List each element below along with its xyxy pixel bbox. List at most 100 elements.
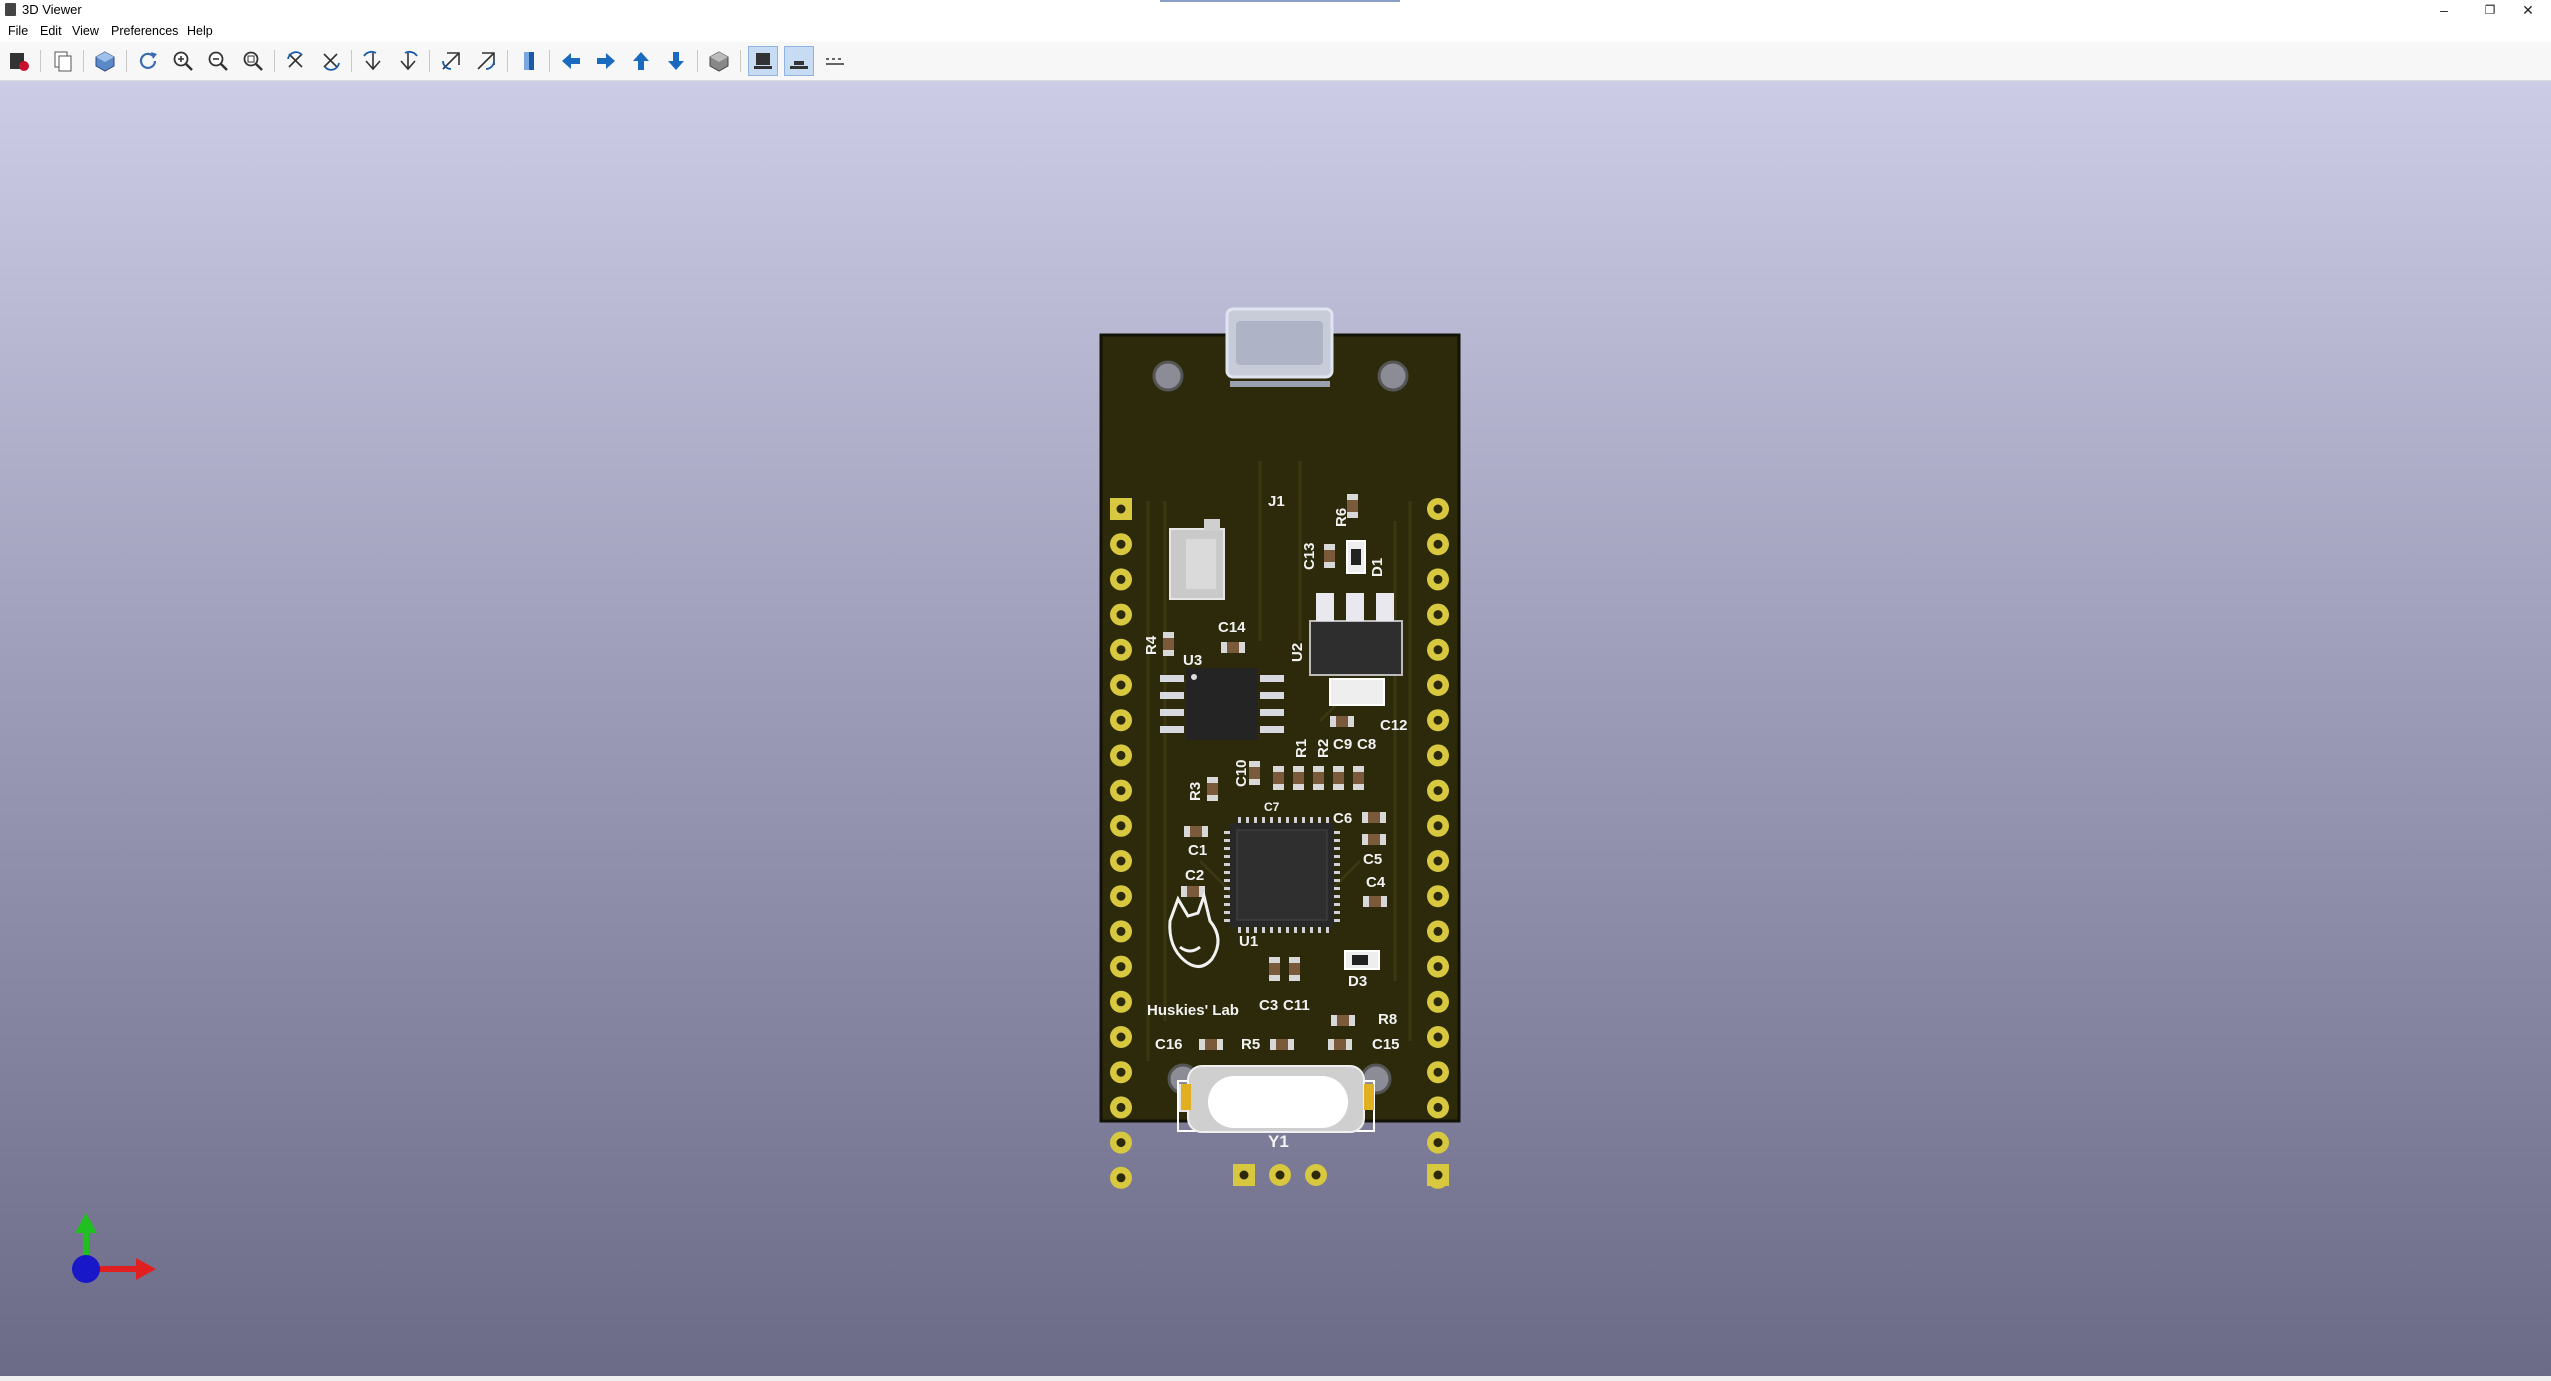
show-top-icon[interactable] [748, 46, 778, 76]
smd-component [1293, 766, 1304, 790]
label-c9: C9 [1333, 736, 1352, 753]
smd-pad [1289, 975, 1300, 981]
rotate-y-ccw-icon[interactable] [393, 46, 423, 76]
ic-pin [1224, 839, 1230, 842]
ic-pin [1224, 911, 1230, 914]
status-strip [0, 1376, 2551, 1381]
smd-component [1269, 957, 1280, 981]
right-pin-header [1427, 498, 1449, 1189]
menu-view[interactable]: View [72, 24, 99, 38]
pin-hole [1433, 1170, 1443, 1180]
label-c7: C7 [1264, 800, 1280, 814]
menu-edit[interactable]: Edit [40, 24, 62, 38]
smd-pad [1270, 1039, 1276, 1050]
menu-preferences[interactable]: Preferences [111, 24, 179, 38]
close-button[interactable]: ✕ [2522, 2, 2534, 18]
move-right-icon[interactable] [591, 46, 621, 76]
menu-help[interactable]: Help [187, 24, 213, 38]
smd-pad [1331, 1015, 1337, 1026]
smd-pad [1288, 1039, 1294, 1050]
smd-pad [1199, 1039, 1205, 1050]
copy-image-icon[interactable] [48, 46, 78, 76]
label-r4: R4 [1143, 635, 1160, 655]
smd-pad [1199, 886, 1205, 897]
husky-logo [1168, 890, 1220, 968]
rotate-z-cw-icon[interactable] [436, 46, 466, 76]
pin-hole [1433, 645, 1443, 655]
toolbar-separator [351, 50, 352, 72]
ic-pin [1224, 903, 1230, 906]
pin-hole [1239, 1170, 1249, 1180]
ic-pin [1238, 817, 1241, 823]
smd-pad [1324, 562, 1335, 568]
label-c14: C14 [1218, 619, 1246, 636]
smd-pad [1333, 766, 1344, 772]
smd-pad [1346, 1039, 1352, 1050]
axes-gizmo [72, 1213, 156, 1283]
label-d3: D3 [1348, 973, 1367, 990]
flip-board-icon[interactable] [514, 46, 544, 76]
smd-component [1221, 642, 1245, 653]
ic-pin [1310, 817, 1313, 823]
ic-pin [1262, 817, 1265, 823]
move-up-icon[interactable] [626, 46, 656, 76]
pin-hole [1116, 821, 1126, 831]
pcb-traces [1146, 461, 1412, 1061]
render-mode-icon[interactable] [90, 46, 120, 76]
label-u2: U2 [1289, 643, 1306, 662]
toolbar-separator [697, 50, 698, 72]
smd-pad [1333, 784, 1344, 790]
refresh-icon[interactable] [133, 46, 163, 76]
show-bottom-icon[interactable] [784, 46, 814, 76]
show-rulers-icon[interactable] [820, 46, 850, 76]
ic-pin [1318, 927, 1321, 933]
move-down-icon[interactable] [661, 46, 691, 76]
move-left-icon[interactable] [556, 46, 586, 76]
ic-pin [1262, 927, 1265, 933]
zoom-fit-icon[interactable] [238, 46, 268, 76]
smd-pad [1202, 826, 1208, 837]
label-c2: C2 [1185, 867, 1204, 884]
ic-pin [1334, 911, 1340, 914]
menu-file[interactable]: File [8, 24, 29, 38]
pin-hole [1116, 1173, 1126, 1183]
zoom-in-icon[interactable] [168, 46, 198, 76]
smd-pad [1269, 957, 1280, 963]
zoom-out-icon[interactable] [203, 46, 233, 76]
pin-hole [1116, 786, 1126, 796]
orthographic-icon[interactable] [704, 46, 734, 76]
rotate-z-ccw-icon[interactable] [471, 46, 501, 76]
pin-hole [1433, 680, 1443, 690]
menu-bar: File Edit View Preferences Help [0, 20, 2551, 42]
label-u1: U1 [1239, 933, 1258, 950]
toolbar-separator [507, 50, 508, 72]
reload-board-icon[interactable] [4, 46, 34, 76]
smd-pad [1207, 795, 1218, 801]
pin-hole [1433, 821, 1443, 831]
label-c12: C12 [1380, 717, 1408, 734]
ic-pin [1260, 675, 1284, 682]
ic-pin [1160, 692, 1184, 699]
rotate-x-cw-icon[interactable] [281, 46, 311, 76]
smd-pad [1273, 784, 1284, 790]
ic-pin [1334, 839, 1340, 842]
logo-text: Huskies' Lab [1147, 1002, 1239, 1019]
toolbar-separator [126, 50, 127, 72]
minimize-button[interactable]: – [2440, 2, 2448, 18]
ic-pin [1260, 726, 1284, 733]
rotate-x-ccw-icon[interactable] [316, 46, 346, 76]
smd-component [1270, 1039, 1294, 1050]
smd-pad [1381, 896, 1387, 907]
restore-button[interactable]: ❐ [2484, 3, 2496, 17]
pin-hole [1116, 1032, 1126, 1042]
3d-viewport[interactable]: Huskies' Lab J1 R6 C13 D1 C14 R4 U3 U2 C… [0, 81, 2551, 1376]
pin-hole [1433, 1067, 1443, 1077]
pin-hole [1116, 645, 1126, 655]
crystal-y1 [1177, 1065, 1375, 1133]
smd-pad [1184, 826, 1190, 837]
smd-pad [1293, 766, 1304, 772]
smd-component [1289, 957, 1300, 981]
rotate-y-cw-icon[interactable] [358, 46, 388, 76]
smd-pad [1353, 784, 1364, 790]
regulator-u2 [1309, 593, 1403, 706]
